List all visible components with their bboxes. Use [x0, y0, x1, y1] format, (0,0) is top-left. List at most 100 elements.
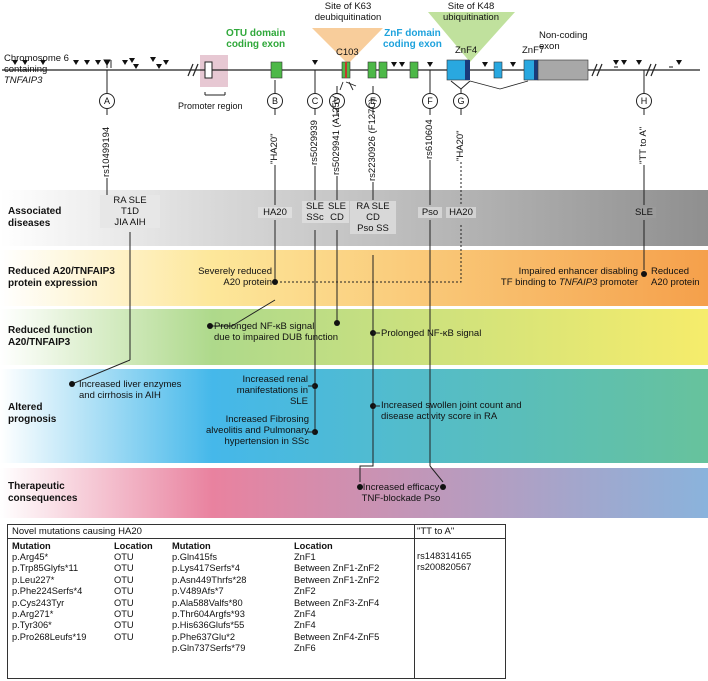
- location-cell: OTU: [114, 597, 134, 608]
- variant-d: rs5029941 (A125V): [331, 92, 342, 175]
- mutation-cell: p.Ala588Valfs*80: [172, 597, 243, 608]
- mutation-cell: p.Arg45*: [12, 552, 49, 562]
- novel-mutations-title: Novel mutations causing HA20: [8, 525, 414, 539]
- mutation-cell: p.Cys243Tyr: [12, 597, 65, 608]
- table-row: p.Pro268Leufs*19 OTU: [12, 632, 159, 643]
- location-cell: OTU: [114, 586, 134, 597]
- location-cell: ZnF1: [294, 552, 316, 562]
- variant-a: rs10499194: [101, 126, 112, 177]
- table-row: p.Thr604Argfs*93 ZnF4: [172, 609, 385, 620]
- location-cell: Between ZnF1-ZnF2: [294, 574, 380, 585]
- location-cell: OTU: [114, 620, 134, 631]
- otu-exon: [378, 61, 388, 79]
- tt-to-a-item: rs148314165: [417, 551, 472, 561]
- mutation-cell: p.Phe224Serfs*4: [12, 586, 83, 597]
- znf4-label: ZnF4: [455, 45, 478, 56]
- mutation-cell: p.Thr604Argfs*93: [172, 609, 245, 620]
- mutation-cell: p.Pro268Leufs*19: [12, 631, 87, 642]
- tt-to-a-box: "TT to A" rs148314165 rs200820567: [413, 524, 506, 679]
- otu-exon: [367, 61, 377, 79]
- marker-e: E: [369, 96, 376, 106]
- connectors: [71, 109, 645, 483]
- c103-label: C103: [336, 47, 359, 58]
- gene-diagram: [2, 12, 700, 490]
- mutation-cell: p.Lys417Serfs*4: [172, 563, 240, 574]
- otu-exon: [270, 61, 283, 79]
- band-function: [0, 309, 708, 365]
- location-cell: Between ZnF4-ZnF5: [294, 631, 380, 642]
- disease-f: Pso: [418, 207, 442, 218]
- mutation-cell: p.Gln415fs: [172, 552, 217, 562]
- mutation-cell: p.Trp85Glyfs*11: [12, 563, 79, 574]
- table-row: p.Tyr306* OTU: [12, 620, 159, 631]
- mutation-cell: p.Arg271*: [12, 609, 54, 620]
- mutation-cell: p.Gln737Serfs*79: [172, 643, 246, 654]
- variant-markers: [99, 93, 652, 109]
- table-row: p.Cys243Tyr OTU: [12, 598, 159, 609]
- marker-f: F: [427, 96, 433, 106]
- marker-d: D: [333, 96, 341, 106]
- marker-h: H: [640, 96, 648, 106]
- mutation-cell: p.Tyr306*: [12, 620, 52, 631]
- noncoding-exon: [537, 59, 589, 81]
- location-cell: OTU: [114, 609, 134, 620]
- mutation-cell: p.Asn449Thrfs*28: [172, 574, 247, 585]
- table-row: p.Phe224Serfs*4 OTU: [12, 586, 159, 597]
- variant-f: rs610604: [424, 119, 435, 159]
- prolonged-signal: Prolonged NF-κB signal: [381, 328, 482, 339]
- impaired-enhancer: Impaired enhancer disabling TF binding t…: [500, 266, 638, 288]
- znf7-label: ZnF7: [522, 45, 545, 56]
- marker-b: B: [271, 96, 278, 106]
- location-cell: OTU: [114, 563, 134, 574]
- table-row: p.Asn449Thrfs*28 Between ZnF1-ZnF2: [172, 575, 385, 586]
- tt-to-a-title: "TT to A": [413, 525, 505, 539]
- disease-g: HA20: [446, 207, 476, 218]
- table-row: p.Leu227* OTU: [12, 575, 159, 586]
- k63-cone: [312, 28, 383, 64]
- mutation-cell: p.Leu227*: [12, 574, 55, 585]
- marker-c: C: [311, 96, 319, 106]
- location-cell: OTU: [114, 631, 134, 642]
- location-cell: Between ZnF3-ZnF4: [294, 597, 380, 608]
- otu-exon: [409, 61, 419, 79]
- variant-c: rs5029939: [309, 120, 320, 165]
- location-cell: ZnF4: [294, 609, 316, 620]
- variant-h: "TT to A": [638, 126, 649, 164]
- location-cell: OTU: [114, 552, 134, 562]
- location-cell: ZnF2: [294, 586, 316, 597]
- band-expression: [0, 250, 708, 306]
- variant-g: "HA20": [455, 130, 466, 161]
- location-cell: OTU: [114, 574, 134, 585]
- promoter-highlight: [200, 55, 228, 87]
- promoter-box: [204, 61, 213, 79]
- mutation-cell: p.His636Glufs*55: [172, 620, 245, 631]
- k48-cone: [428, 12, 515, 62]
- table-row: p.Ala588Valfs*80 Between ZnF3-ZnF4: [172, 598, 385, 609]
- snp-triangles: [12, 57, 682, 69]
- promoter-label: Promoter region: [178, 101, 243, 111]
- marker-g: G: [457, 96, 465, 106]
- table-row: p.Arg271* OTU: [12, 609, 159, 620]
- disease-b: HA20: [258, 207, 292, 218]
